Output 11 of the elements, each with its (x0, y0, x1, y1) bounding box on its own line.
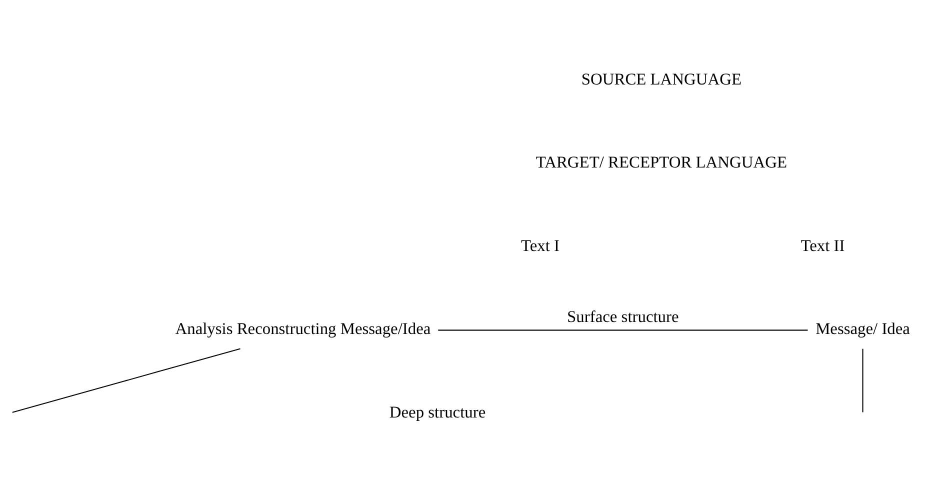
connector (862, 348, 864, 412)
label: Text I (520, 235, 560, 254)
label: TARGET/ RECEPTOR LANGUAGE (536, 152, 787, 172)
label: Deep structure (389, 402, 486, 421)
edge-label: Surface structure (567, 306, 679, 326)
node-text: Analysis Reconstructing Message/Idea (175, 318, 431, 338)
connector (438, 329, 808, 330)
label: SOURCE LANGUAGE (581, 69, 742, 88)
connector (12, 348, 240, 412)
node-text: Message/ Idea (816, 318, 910, 338)
label: Text II (800, 235, 845, 254)
